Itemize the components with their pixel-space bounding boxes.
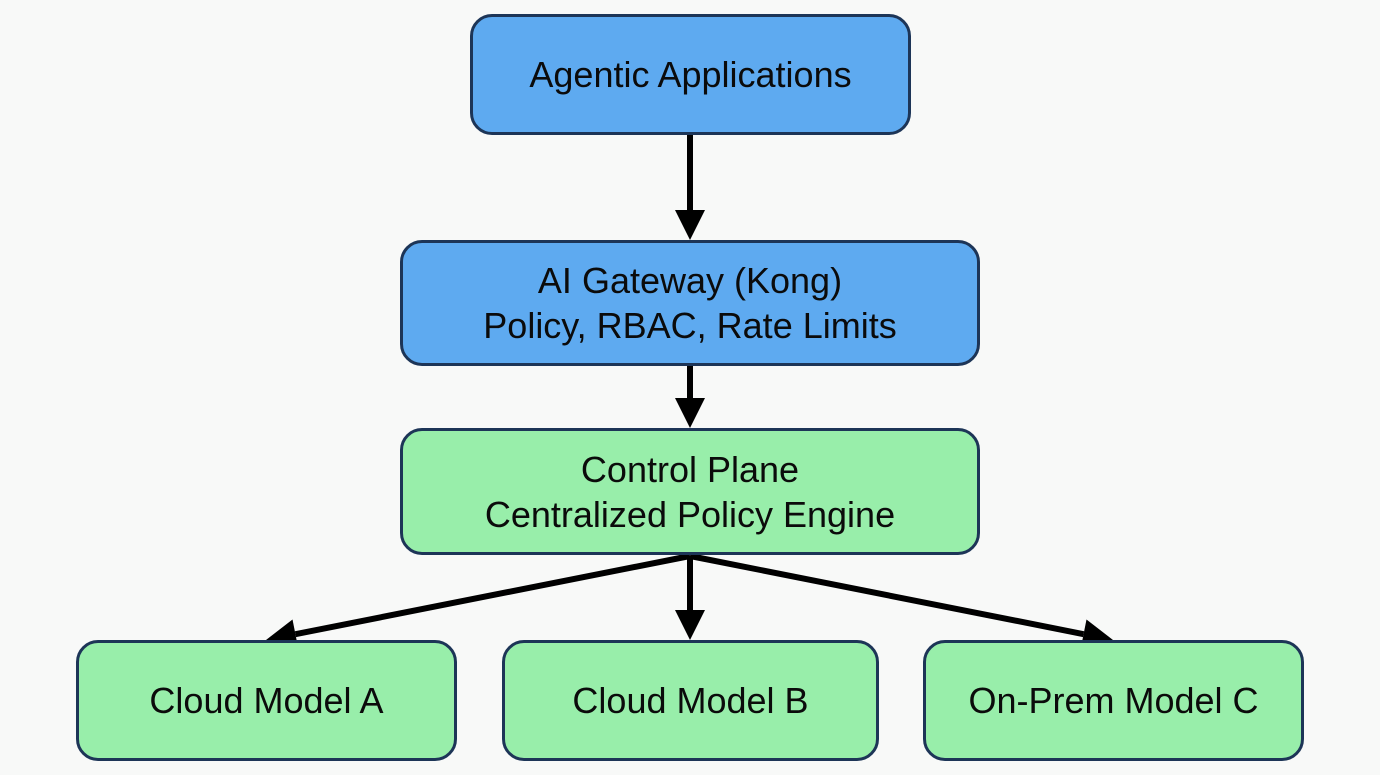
node-sublabel: Policy, RBAC, Rate Limits [483, 305, 897, 346]
arrowhead-icon [675, 398, 705, 428]
node-cloud-model-a: Cloud Model A [76, 640, 457, 761]
node-ai-gateway: AI Gateway (Kong) Policy, RBAC, Rate Lim… [400, 240, 980, 366]
node-cloud-model-b: Cloud Model B [502, 640, 879, 761]
node-label: Control Plane [580, 448, 800, 490]
node-label: On-Prem Model C [968, 680, 1259, 721]
node-sublabel: Centralized Policy Engine [484, 493, 896, 535]
edge-control-plane-to-cloud-model-a [294, 553, 691, 638]
node-agentic-applications: Agentic Applications [470, 14, 911, 135]
edge-control-plane-to-onprem-model-c [689, 553, 1085, 638]
node-label: Cloud Model B [572, 680, 809, 721]
node-control-plane: Control Plane Centralized Policy Engine [400, 428, 980, 555]
node-label: AI Gateway (Kong) [537, 260, 843, 301]
node-label: Agentic Applications [529, 54, 852, 95]
node-onprem-model-c: On-Prem Model C [923, 640, 1304, 761]
arrowhead-icon [675, 610, 705, 640]
node-label: Cloud Model A [149, 680, 384, 721]
arrowhead-icon [675, 210, 705, 240]
